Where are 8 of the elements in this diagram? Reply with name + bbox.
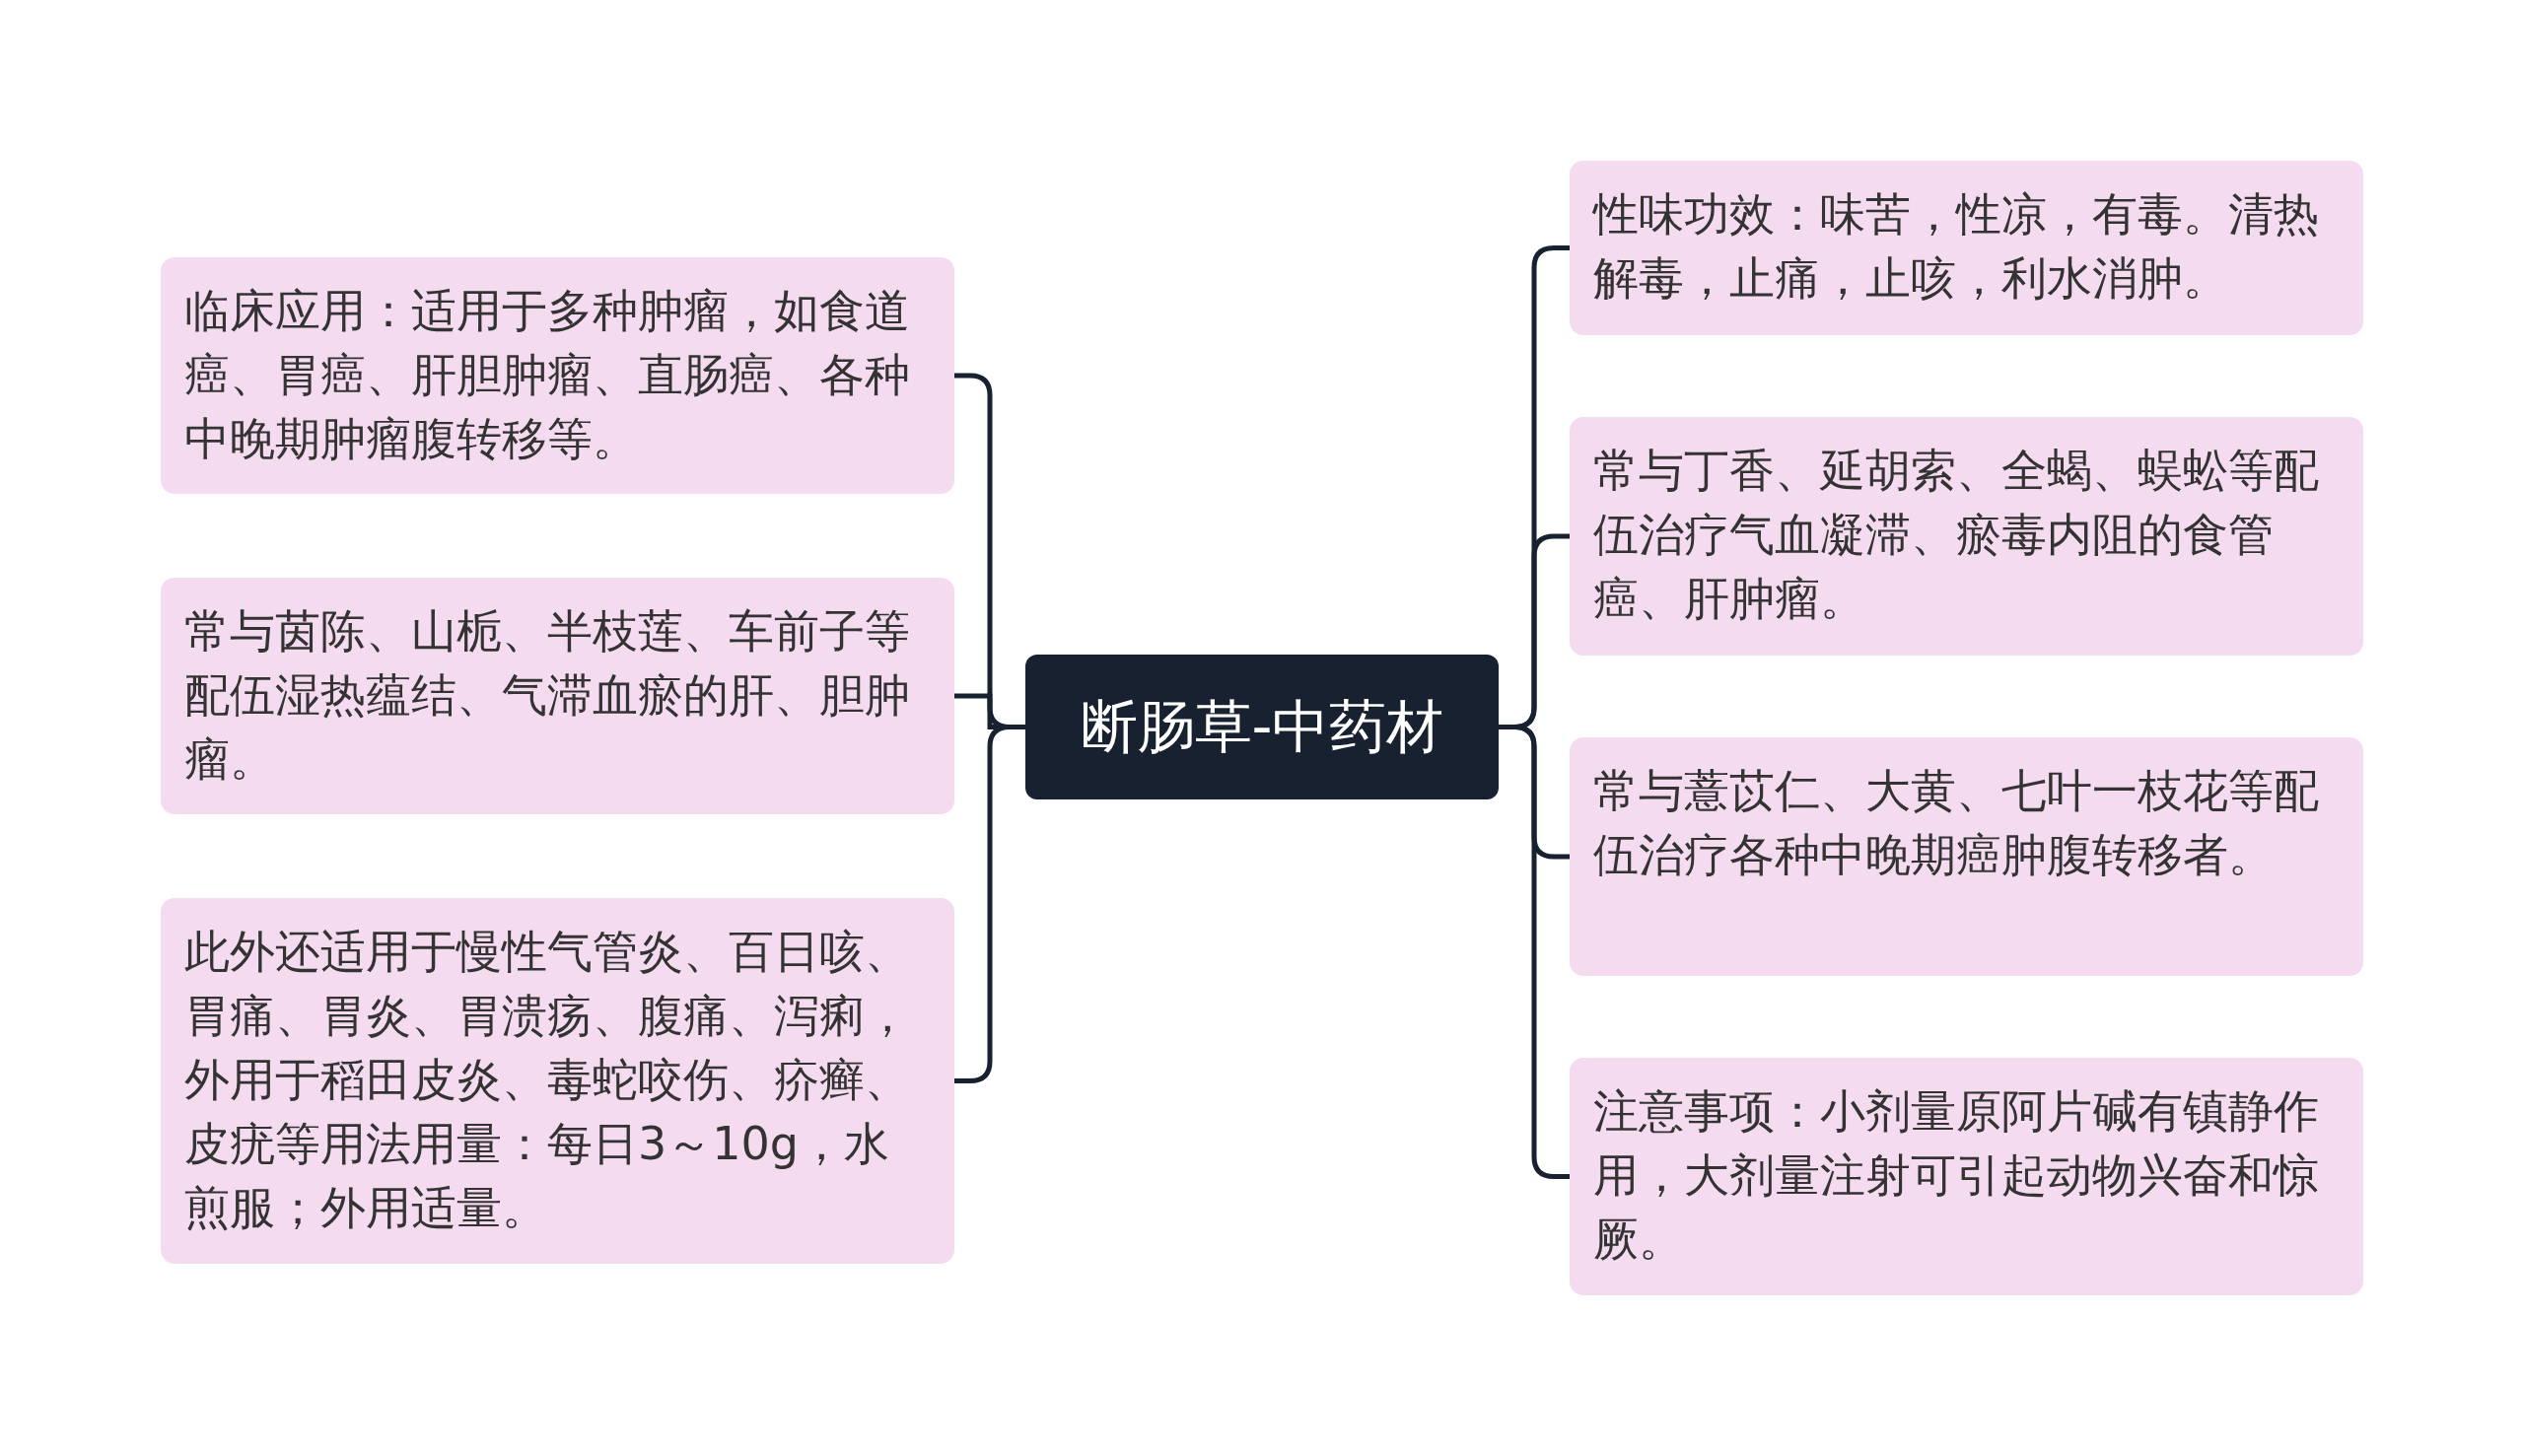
topic-box: 临床应用：适用于多种肿瘤，如食道癌、胃癌、肝胆肿瘤、直肠癌、各种中晚期肿瘤腹转移等。 <box>161 257 954 494</box>
topic-box: 此外还适用于慢性气管炎、百日咳、胃痛、胃炎、胃溃疡、腹痛、泻痢，外用于稻田皮炎、毒蛇咬伤、疥癣、皮疣等用法用量：每日3～10g，水煎服；外用适量。 <box>161 898 954 1264</box>
topic-box: 常与丁香、延胡索、全蝎、蜈蚣等配伍治疗气血凝滞、瘀毒内阻的食管癌、肝肿瘤。 <box>1570 417 2363 656</box>
topic-box: 注意事项：小剂量原阿片碱有镇静作用，大剂量注射可引起动物兴奋和惊厥。 <box>1570 1058 2363 1295</box>
topic-box: 性味功效：味苦，性凉，有毒。清热解毒，止痛，止咳，利水消肿。 <box>1570 161 2363 335</box>
topic-box: 常与茵陈、山栀、半枝莲、车前子等配伍湿热蕴结、气滞血瘀的肝、胆肿瘤。 <box>161 578 954 814</box>
topic-box: 常与薏苡仁、大黄、七叶一枝花等配伍治疗各种中晚期癌肿腹转移者。 <box>1570 737 2363 976</box>
central-topic: 断肠草-中药材 <box>1025 655 1499 799</box>
